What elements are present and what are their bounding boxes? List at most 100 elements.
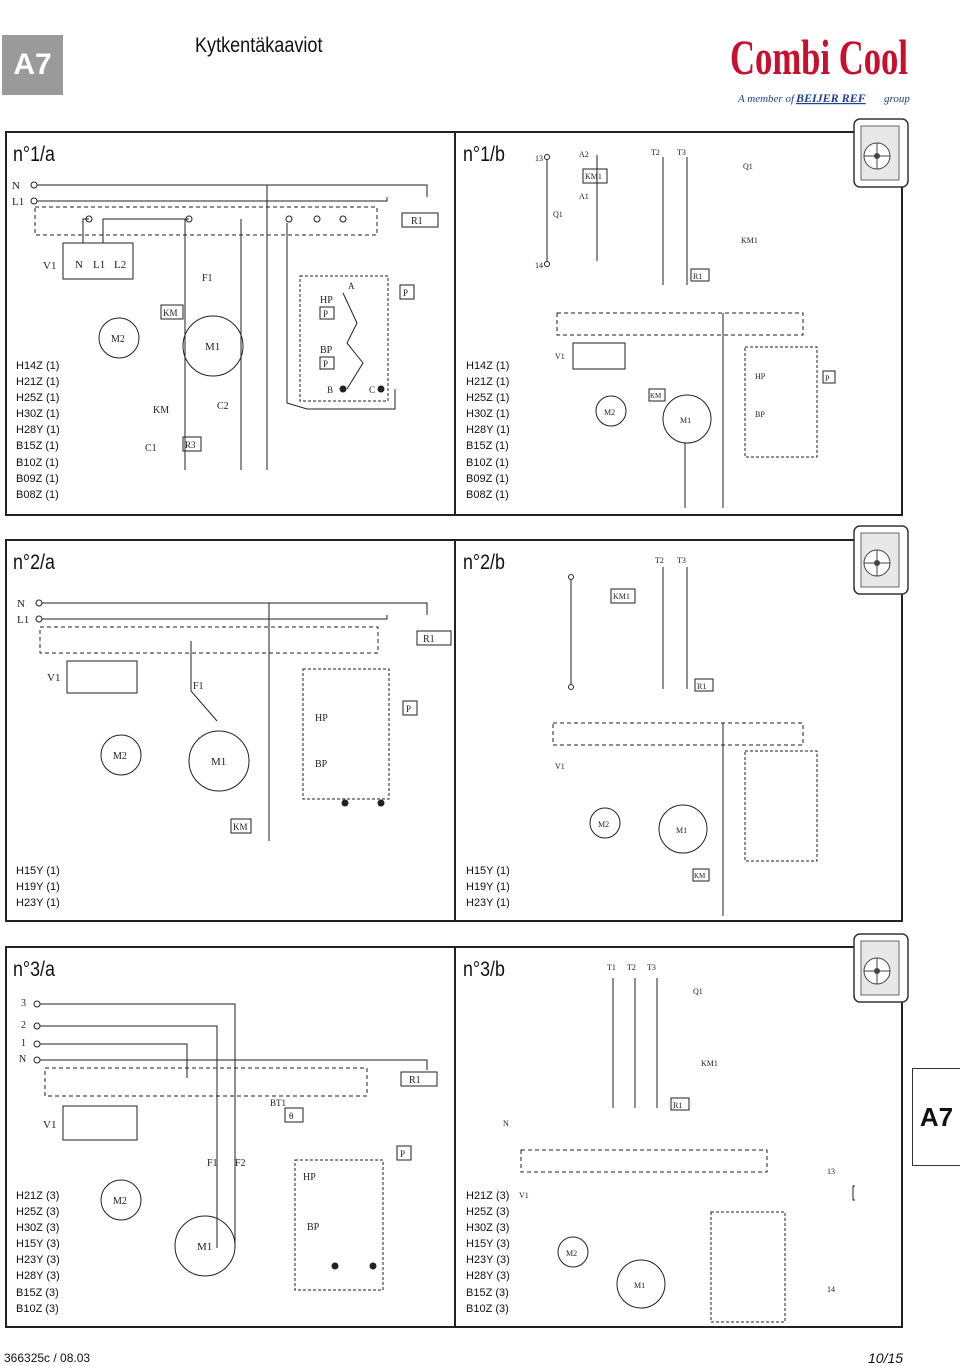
svg-text:KM1: KM1 [701, 1059, 718, 1068]
diagram-title-1a: n°1/a [13, 143, 55, 166]
svg-text:M1: M1 [676, 826, 687, 835]
svg-text:A2: A2 [579, 150, 589, 159]
diagram-title-2b: n°2/b [463, 551, 505, 574]
section-tab: A7 [2, 35, 63, 95]
model-list-1b: H14Z (1)H21Z (1)H25Z (1) H30Z (1)H28Y (1… [466, 360, 510, 501]
svg-text:2: 2 [21, 1020, 26, 1031]
svg-text:P: P [400, 1149, 405, 1159]
svg-text:T3: T3 [677, 148, 686, 157]
section-divider [454, 948, 456, 1326]
svg-text:HP: HP [320, 295, 333, 306]
combicool-logo: Combi Cool A member of BEIJER REF group [730, 29, 910, 105]
wiring-diagram-3a: 3 2 1 N R1 V1 M2 M1 F1 F2 θ BT1 HP BP P [19, 998, 438, 1291]
svg-text:N: N [17, 598, 25, 610]
svg-text:T1: T1 [607, 963, 616, 972]
svg-text:KM1: KM1 [585, 172, 602, 181]
model-list-3a: H21Z (3)H25Z (3)H30Z (3) H15Y (3)H23Y (3… [16, 1190, 60, 1315]
wiring-diagram-2a: N L1 R1 V1 M2 M1 F1 KM HP BP P [17, 598, 452, 841]
svg-text:Q1: Q1 [553, 210, 563, 219]
svg-text:N: N [12, 180, 20, 192]
svg-text:HP: HP [303, 1172, 316, 1183]
svg-text:KM1: KM1 [613, 592, 630, 601]
svg-text:C: C [369, 385, 375, 395]
svg-text:A: A [348, 281, 355, 291]
svg-text:M2: M2 [604, 408, 615, 417]
wiring-diagram-1b: 13 14 Q1 KM1 A2 A1 T2 T3 Q1 KM1 R1 V1 M2… [535, 148, 836, 508]
svg-text:T2: T2 [651, 148, 660, 157]
svg-text:N: N [503, 1119, 509, 1128]
svg-text:V1: V1 [47, 672, 60, 684]
svg-text:V1: V1 [555, 352, 565, 361]
svg-text:BP: BP [307, 1222, 320, 1233]
svg-text:P: P [323, 359, 328, 369]
svg-text:KM: KM [163, 308, 178, 318]
svg-text:1: 1 [21, 1038, 26, 1049]
model-list-3b: H21Z (3)H25Z (3)H30Z (3) H15Y (3)H23Y (3… [466, 1190, 510, 1315]
svg-text:M2: M2 [113, 751, 127, 762]
svg-text:B: B [327, 385, 333, 395]
svg-text:L1: L1 [12, 196, 24, 208]
logo-tagline-group: BEIJER REF [795, 91, 866, 105]
outdoor-unit-icon [853, 933, 909, 1003]
logo-tagline-suffix: group [884, 93, 910, 105]
svg-text:M1: M1 [211, 756, 226, 768]
section-divider [454, 133, 456, 514]
svg-text:R1: R1 [423, 634, 435, 645]
model-list-2a: H15Y (1)H19Y (1)H23Y (1) [16, 865, 60, 910]
svg-text:HP: HP [315, 713, 328, 724]
svg-text:P: P [403, 288, 408, 298]
model-list-1a: H14Z (1)H21Z (1)H25Z (1) H30Z (1)H28Y (1… [16, 360, 60, 501]
svg-text:KM: KM [233, 822, 248, 832]
svg-text:F1: F1 [207, 1158, 218, 1169]
svg-text:M1: M1 [634, 1281, 645, 1290]
svg-text:F1: F1 [193, 681, 204, 692]
diagram-title-3a: n°3/a [13, 958, 55, 981]
section-divider [454, 541, 456, 920]
svg-text:F1: F1 [202, 273, 213, 284]
svg-text:P: P [323, 309, 328, 319]
svg-text:V1: V1 [555, 762, 565, 771]
svg-text:P: P [406, 704, 411, 714]
svg-text:KM: KM [650, 392, 662, 400]
svg-text:3: 3 [21, 998, 26, 1009]
svg-text:13: 13 [535, 154, 543, 163]
svg-text:14: 14 [535, 261, 543, 270]
svg-text:KM: KM [694, 872, 706, 880]
svg-text:BP: BP [315, 759, 328, 770]
svg-text:Q1: Q1 [743, 162, 753, 171]
document-code: 366325c / 08.03 [4, 1351, 91, 1365]
svg-text:M1: M1 [205, 341, 220, 353]
page-title: Kytkentäkaaviot [195, 34, 323, 57]
diagram-title-3b: n°3/b [463, 958, 505, 981]
svg-text:N: N [75, 259, 83, 271]
svg-text:13: 13 [827, 1167, 835, 1176]
svg-text:BP: BP [755, 410, 765, 419]
outdoor-unit-icon [853, 118, 909, 188]
svg-text:L1: L1 [93, 259, 105, 271]
svg-text:L1: L1 [17, 614, 29, 626]
svg-text:T2: T2 [655, 556, 664, 565]
svg-text:M2: M2 [566, 1249, 577, 1258]
svg-text:V1: V1 [519, 1191, 529, 1200]
svg-text:Q1: Q1 [693, 987, 703, 996]
svg-text:V1: V1 [43, 1119, 56, 1131]
svg-text:KM: KM [153, 405, 169, 416]
svg-text:R1: R1 [411, 216, 423, 227]
svg-text:N: N [19, 1054, 26, 1065]
svg-text:T3: T3 [677, 556, 686, 565]
model-list-2b: H15Y (1)H19Y (1)H23Y (1) [466, 865, 510, 910]
svg-text:T3: T3 [647, 963, 656, 972]
svg-text:C2: C2 [217, 401, 229, 412]
svg-text:P: P [825, 374, 830, 383]
side-section-tab: A7 [912, 1068, 960, 1166]
wiring-diagram-2b: KM1 T2 T3 R1 V1 M2 M1 KM [552, 556, 818, 916]
diagram-title-1b: n°1/b [463, 143, 505, 166]
svg-text:BT1: BT1 [270, 1098, 286, 1108]
svg-text:R3: R3 [185, 440, 196, 450]
svg-text:R1: R1 [693, 272, 702, 281]
diagram-title-2a: n°2/a [13, 551, 55, 574]
svg-text:A1: A1 [579, 192, 589, 201]
diagram-section-2: n°2/a n°2/b H15Y (1)H19Y (1)H23Y (1) H15… [5, 539, 903, 922]
svg-text:M2: M2 [598, 820, 609, 829]
svg-text:L2: L2 [114, 259, 126, 271]
